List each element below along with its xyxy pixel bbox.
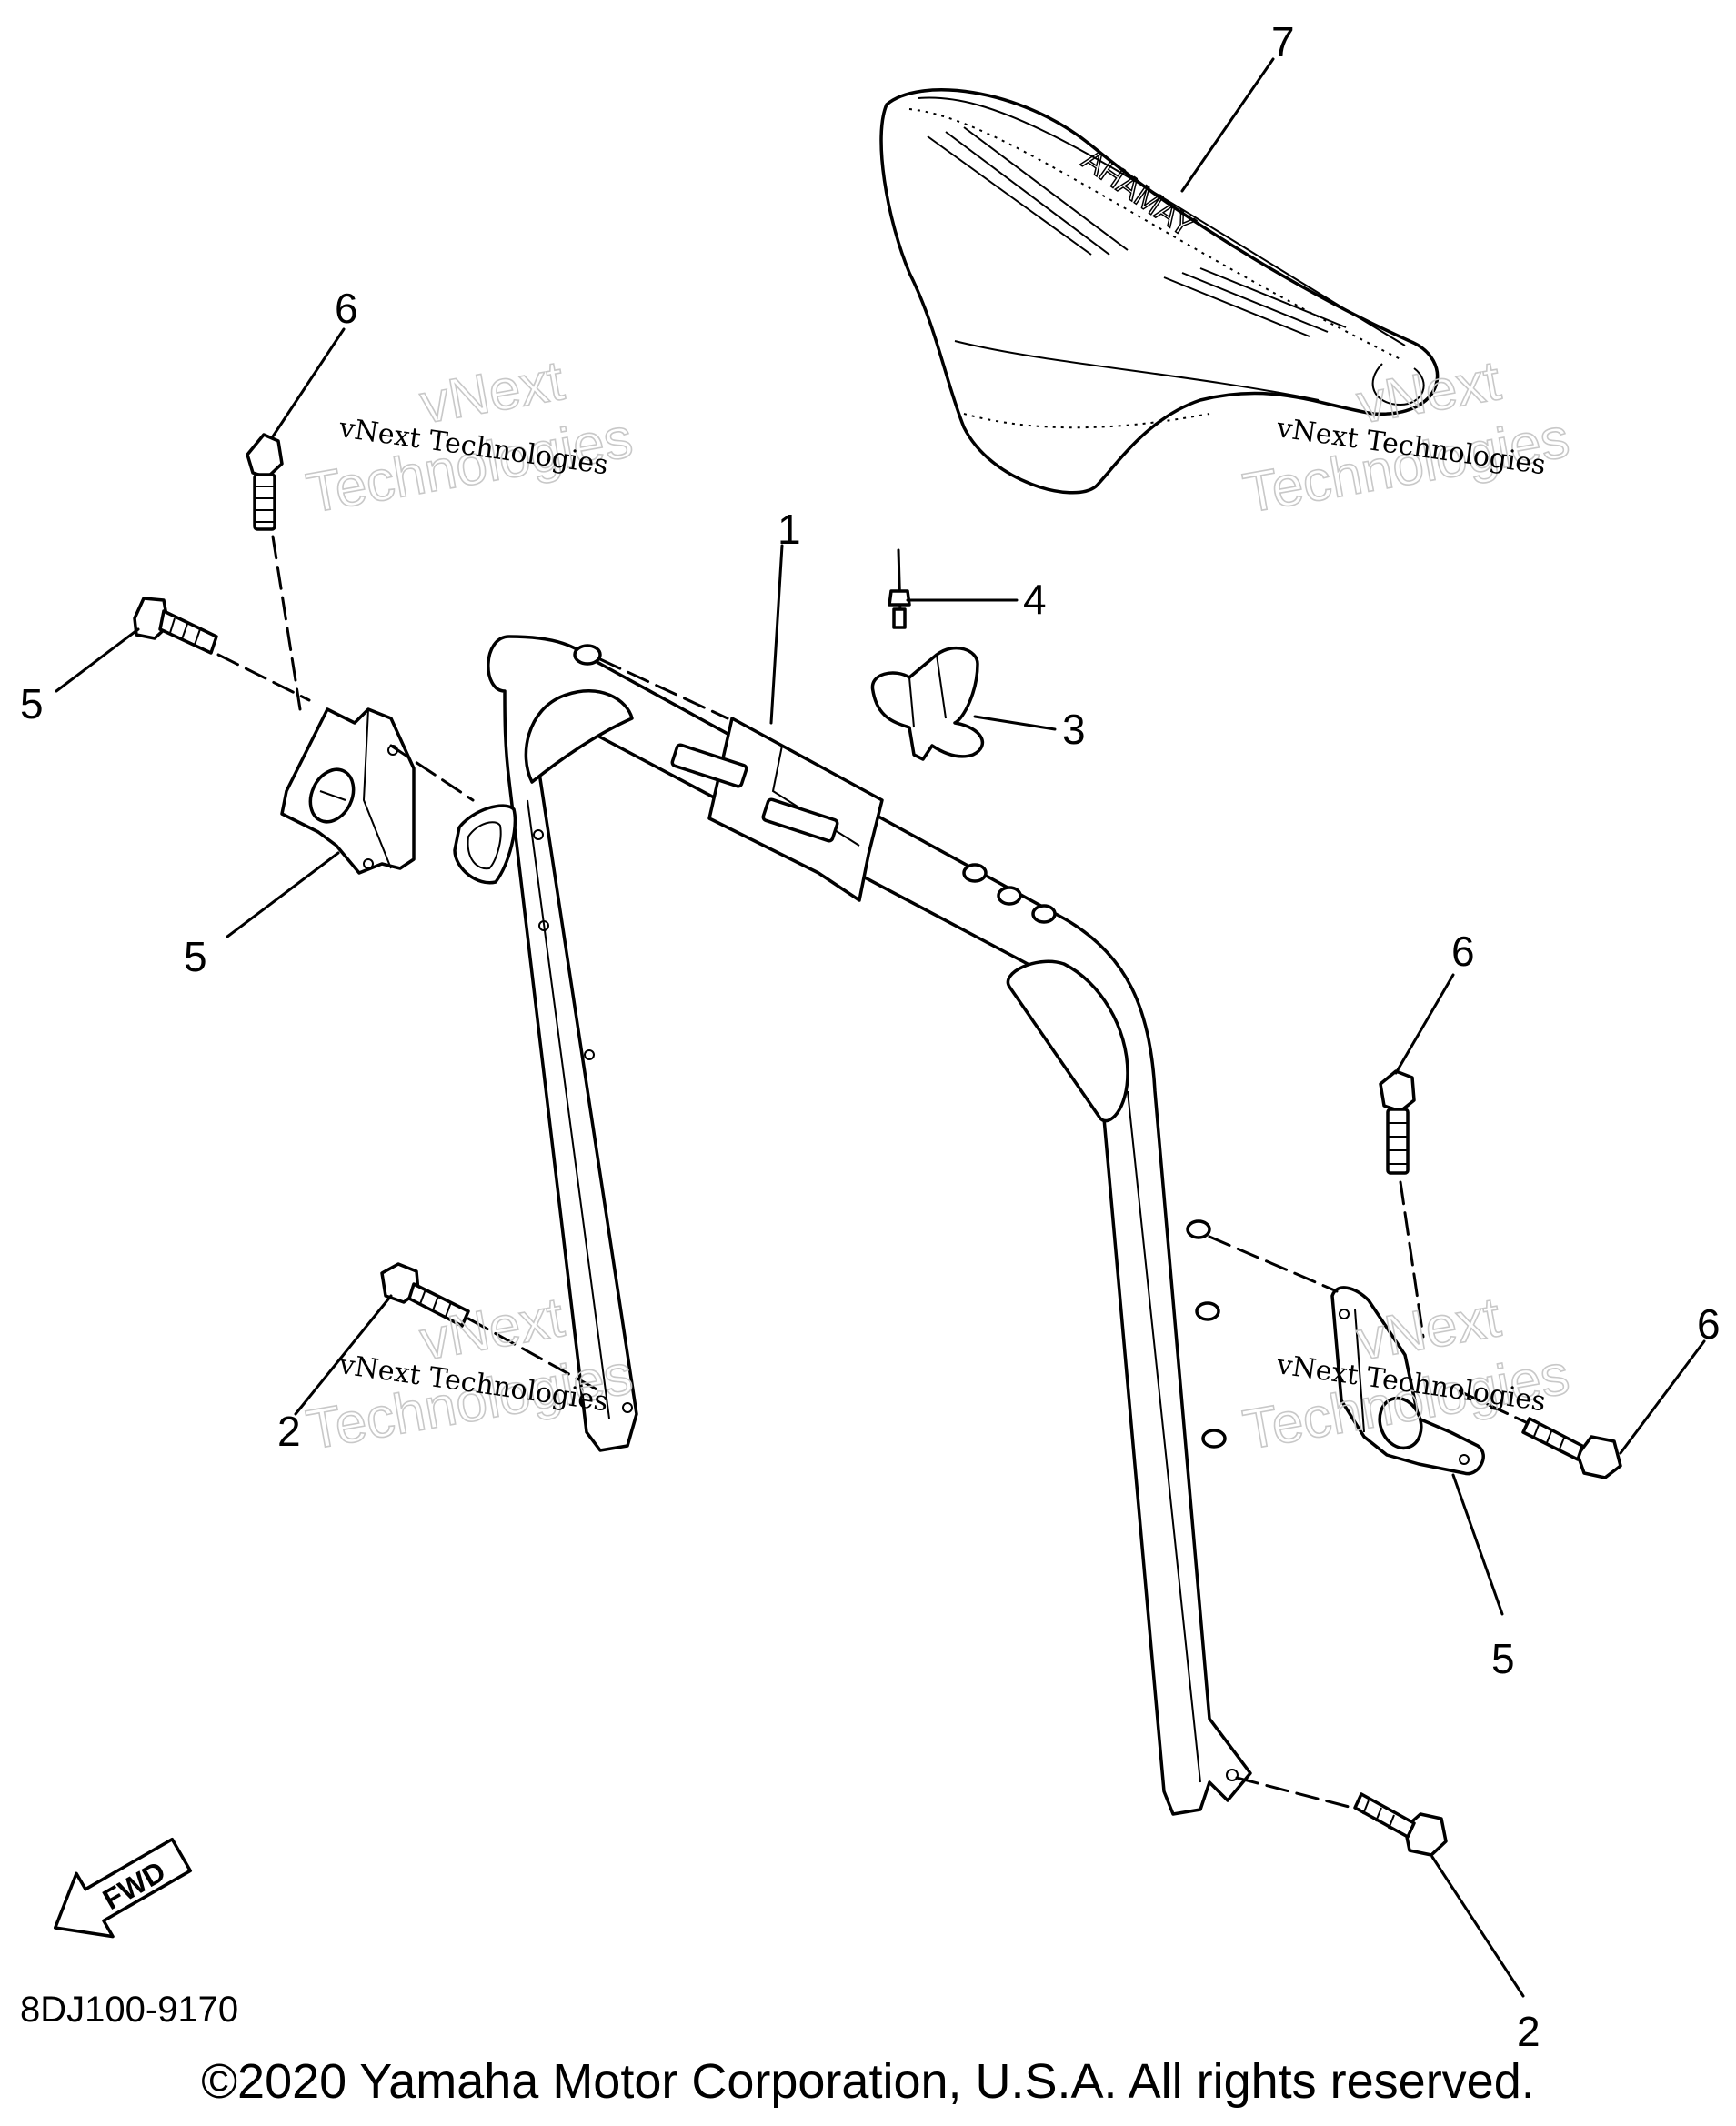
callout-2-left: 2 [277, 1408, 301, 1455]
bolt-6-left [133, 597, 218, 655]
left-bracket-part [280, 707, 416, 875]
callout-3: 3 [1062, 706, 1086, 753]
callout-5-right: 5 [1491, 1635, 1515, 1682]
callout-1: 1 [778, 506, 801, 553]
callout-6-right: 6 [1697, 1300, 1721, 1348]
right-bracket-part [1330, 1286, 1485, 1476]
callout-4: 4 [1023, 576, 1047, 623]
callout-6-upper-left: 6 [335, 285, 358, 332]
bolt-6-right-upper [1379, 1069, 1416, 1175]
callout-6-left: 5 [20, 680, 44, 727]
leader-lines [55, 57, 1706, 1998]
callout-6-right-upper: 6 [1451, 928, 1475, 975]
callout-7: 7 [1271, 18, 1295, 65]
handle-frame-part [453, 635, 1252, 1816]
seat-part: YAMAHA [879, 88, 1440, 495]
callout-numbers: 7 6 5 1 4 3 5 6 6 5 2 2 [20, 18, 1721, 2055]
rivet-part [888, 548, 911, 629]
callout-2-right: 2 [1517, 2008, 1540, 2055]
diagram-code: 8DJ100-9170 [20, 1990, 239, 2030]
callout-5-left: 5 [184, 933, 207, 980]
copyright-notice: ©2020 Yamaha Motor Corporation, U.S.A. A… [201, 2054, 1535, 2109]
assembly-lines [216, 535, 1530, 1811]
clip-part [870, 646, 985, 761]
bolt-6-right [1521, 1417, 1622, 1479]
fwd-arrow: FWD [53, 1837, 193, 1939]
bolt-6-upper-left [246, 433, 284, 531]
bolt-2-left [380, 1262, 470, 1328]
bolt-2-right [1353, 1792, 1448, 1857]
